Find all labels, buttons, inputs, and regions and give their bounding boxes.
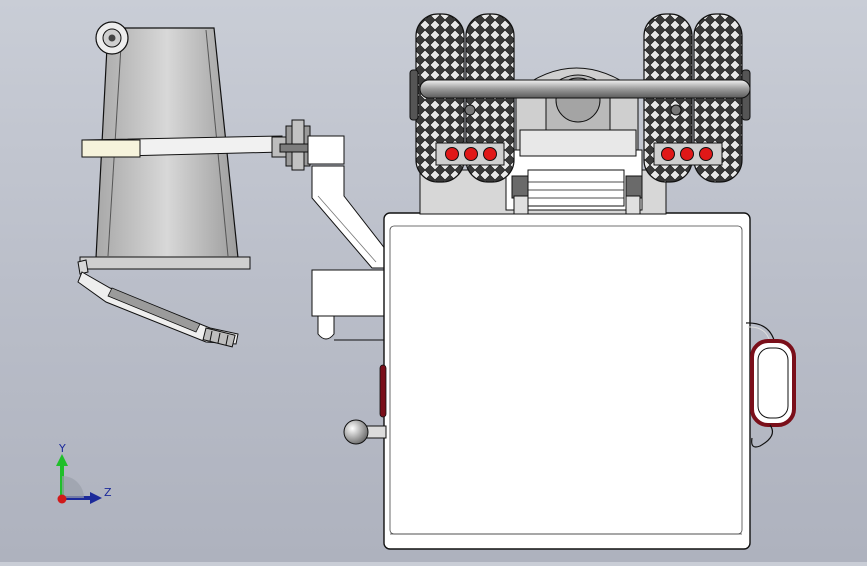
z-axis-label: Z	[104, 486, 112, 499]
side-handle	[745, 322, 796, 448]
lever-knob	[343, 419, 387, 445]
axle-bar	[419, 79, 751, 116]
tail-light-right	[653, 142, 723, 166]
side-pedestal	[311, 269, 389, 341]
arm-bracket	[311, 165, 387, 269]
y-axis-label: Y	[59, 442, 66, 455]
horizontal-arm	[81, 119, 345, 171]
tail-light-left	[435, 142, 505, 166]
axis-triad: Y Z	[46, 438, 126, 518]
bead-breaker-arm	[77, 259, 239, 348]
main-cabinet	[379, 212, 751, 550]
axis-triad-icon	[56, 454, 102, 504]
